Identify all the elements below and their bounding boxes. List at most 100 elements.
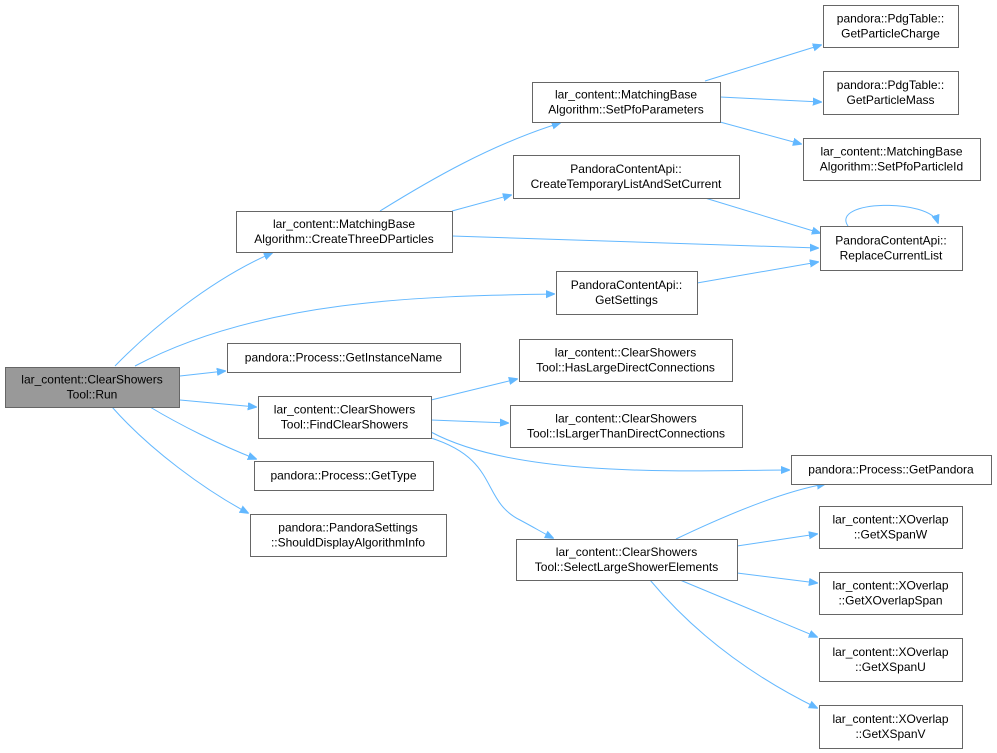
edge-setpfoparams-to-getcharge xyxy=(704,45,821,82)
node-box xyxy=(250,514,447,557)
node-label-line: pandora::Process::GetPandora xyxy=(808,463,974,477)
node-box xyxy=(819,638,963,682)
node-getxspanv[interactable]: lar_content::XOverlap::GetXSpanV xyxy=(819,705,963,749)
edge-findclear-to-selectlarge xyxy=(430,437,553,538)
node-gettype[interactable]: pandora::Process::GetType xyxy=(254,461,434,491)
node-label-line: pandora::PdgTable:: xyxy=(837,12,944,26)
edge-run-to-shoulddisplay xyxy=(111,406,248,513)
edges xyxy=(111,45,938,708)
node-label-line: ::ShouldDisplayAlgorithmInfo xyxy=(271,536,425,550)
edge-selectlarge-to-getpandora xyxy=(675,484,825,540)
node-label-line: Algorithm::SetPfoParticleId xyxy=(820,160,963,174)
edge-run-to-gettype xyxy=(149,406,256,459)
edge-selectlarge-to-getxspanv xyxy=(649,579,817,708)
node-label-line: lar_content::XOverlap xyxy=(832,645,948,659)
node-label-line: GetParticleCharge xyxy=(841,27,940,41)
edge-replacelist-to-replacelist xyxy=(845,204,938,227)
edge-findclear-to-getpandora xyxy=(430,431,789,471)
node-label-line: lar_content::ClearShowers xyxy=(21,373,162,387)
node-label-line: pandora::PandoraSettings xyxy=(278,521,417,535)
node-label-line: ::GetXSpanU xyxy=(855,660,926,674)
node-createtemp[interactable]: PandoraContentApi::CreateTemporaryListAn… xyxy=(513,155,740,199)
node-label-line: pandora::PdgTable:: xyxy=(837,78,944,92)
edge-findclear-to-haslarge xyxy=(430,379,517,401)
node-label-line: CreateTemporaryListAndSetCurrent xyxy=(531,177,722,191)
node-setpfoparams[interactable]: lar_content::MatchingBaseAlgorithm::SetP… xyxy=(532,82,721,123)
node-getcharge[interactable]: pandora::PdgTable::GetParticleCharge xyxy=(823,5,959,48)
node-label-line: lar_content::MatchingBase xyxy=(273,217,415,231)
node-label-line: lar_content::ClearShowers xyxy=(556,545,697,559)
node-getxspanw[interactable]: lar_content::XOverlap::GetXSpanW xyxy=(819,506,963,549)
edge-createtemp-to-replacelist xyxy=(704,197,820,233)
node-label-line: ::GetXOverlapSpan xyxy=(838,594,942,608)
node-label-line: Tool::SelectLargeShowerElements xyxy=(535,560,718,574)
node-getpandora[interactable]: pandora::Process::GetPandora xyxy=(791,455,992,485)
node-label-line: pandora::Process::GetType xyxy=(270,469,416,483)
node-label-line: ::GetXSpanV xyxy=(855,727,925,741)
edge-run-to-findclear xyxy=(179,399,256,407)
edge-selectlarge-to-getxoverlapspan xyxy=(736,572,817,583)
node-label-line: PandoraContentApi:: xyxy=(835,234,946,248)
edge-create3d-to-setpfoparams xyxy=(379,123,560,212)
node-getsettings[interactable]: PandoraContentApi::GetSettings xyxy=(556,271,698,315)
node-label-line: ::GetXSpanW xyxy=(854,528,928,542)
node-box xyxy=(819,572,963,615)
node-haslarge[interactable]: lar_content::ClearShowersTool::HasLargeD… xyxy=(519,339,733,382)
node-label-line: ReplaceCurrentList xyxy=(840,249,943,263)
node-findclear[interactable]: lar_content::ClearShowersTool::FindClear… xyxy=(258,396,432,439)
node-selectlarge[interactable]: lar_content::ClearShowersTool::SelectLar… xyxy=(516,539,738,581)
node-getinstancename[interactable]: pandora::Process::GetInstanceName xyxy=(227,343,461,373)
node-getxspanu[interactable]: lar_content::XOverlap::GetXSpanU xyxy=(819,638,963,682)
node-box xyxy=(513,155,740,199)
node-box xyxy=(819,506,963,549)
node-label-line: lar_content::XOverlap xyxy=(832,513,948,527)
node-create3d[interactable]: lar_content::MatchingBaseAlgorithm::Crea… xyxy=(236,211,453,253)
node-box xyxy=(556,271,698,315)
node-label-line: GetSettings xyxy=(595,293,658,307)
node-label-line: pandora::Process::GetInstanceName xyxy=(245,351,443,365)
node-box xyxy=(510,405,743,448)
edge-create3d-to-replacelist xyxy=(451,235,818,248)
node-box xyxy=(803,138,981,181)
node-replacelist[interactable]: PandoraContentApi::ReplaceCurrentList xyxy=(820,226,963,271)
node-getxoverlapspan[interactable]: lar_content::XOverlap::GetXOverlapSpan xyxy=(819,572,963,615)
node-label-line: Algorithm::CreateThreeDParticles xyxy=(254,232,433,246)
node-label-line: GetParticleMass xyxy=(846,93,934,107)
edge-setpfoparams-to-setpfoid xyxy=(719,121,801,144)
node-box xyxy=(823,5,959,48)
node-islarger[interactable]: lar_content::ClearShowersTool::IsLargerT… xyxy=(510,405,743,448)
node-box xyxy=(820,226,963,271)
node-label-line: Tool::FindClearShowers xyxy=(281,418,408,432)
node-label-line: lar_content::ClearShowers xyxy=(555,412,696,426)
node-label-line: PandoraContentApi:: xyxy=(570,162,681,176)
node-label-line: PandoraContentApi:: xyxy=(571,278,682,292)
node-box xyxy=(236,211,453,253)
node-setpfoid[interactable]: lar_content::MatchingBaseAlgorithm::SetP… xyxy=(803,138,981,181)
node-label-line: lar_content::XOverlap xyxy=(832,579,948,593)
edge-create3d-to-createtemp xyxy=(451,195,511,212)
node-label-line: lar_content::ClearShowers xyxy=(555,346,696,360)
node-box xyxy=(532,82,721,123)
node-getmass[interactable]: pandora::PdgTable::GetParticleMass xyxy=(823,71,959,115)
edge-run-to-create3d xyxy=(114,253,272,367)
node-label-line: lar_content::XOverlap xyxy=(832,712,948,726)
node-label-line: Tool::IsLargerThanDirectConnections xyxy=(527,427,725,441)
node-box xyxy=(5,367,180,408)
edge-selectlarge-to-getxspanw xyxy=(736,534,817,547)
node-label-line: Algorithm::SetPfoParameters xyxy=(548,103,703,117)
edge-setpfoparams-to-getmass xyxy=(719,96,821,102)
node-box xyxy=(823,71,959,115)
node-box xyxy=(791,455,992,485)
node-label-line: Tool::HasLargeDirectConnections xyxy=(536,361,715,375)
edge-findclear-to-islarger xyxy=(430,420,508,423)
node-label-line: lar_content::MatchingBase xyxy=(820,145,962,159)
nodes: lar_content::ClearShowersTool::Runlar_co… xyxy=(5,5,992,749)
node-label-line: Tool::Run xyxy=(67,388,118,402)
node-box xyxy=(516,539,738,581)
node-label-line: lar_content::MatchingBase xyxy=(555,88,697,102)
node-shoulddisplay[interactable]: pandora::PandoraSettings::ShouldDisplayA… xyxy=(250,514,447,557)
node-box xyxy=(519,339,733,382)
node-box xyxy=(227,343,461,373)
